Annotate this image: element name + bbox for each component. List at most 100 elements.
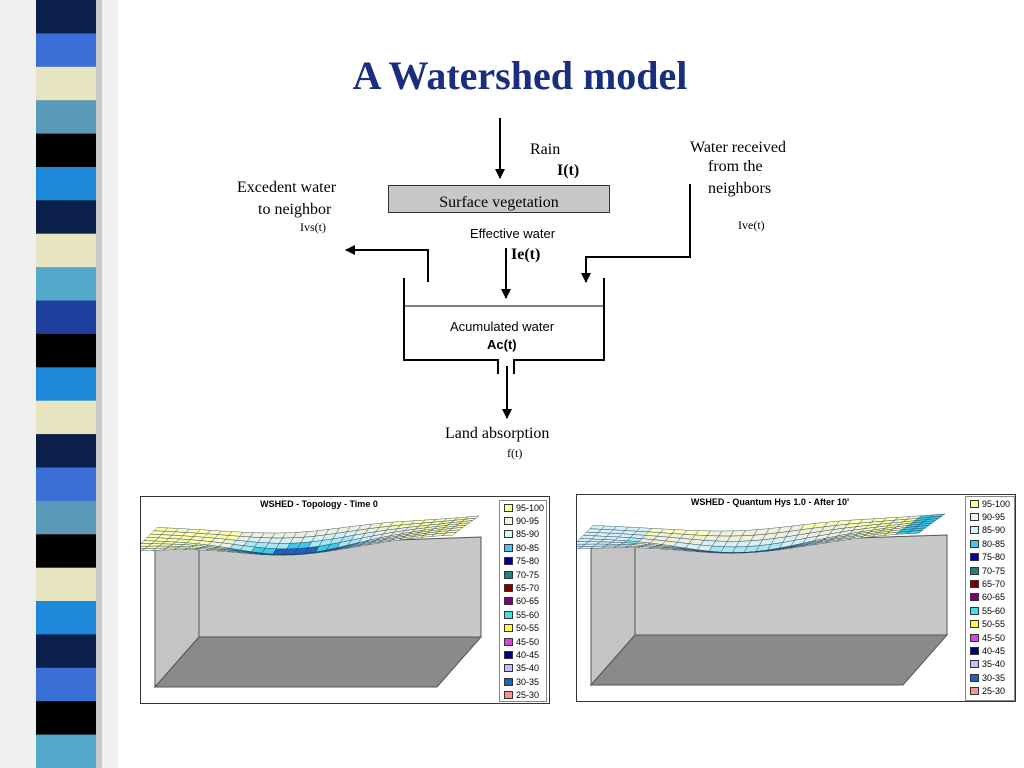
legend-item: 70-75 <box>966 564 1014 577</box>
legend-label: 90-95 <box>516 516 540 527</box>
legend-item: 35-40 <box>966 658 1014 671</box>
legend-label: 80-85 <box>516 542 540 553</box>
stripe-segment <box>36 100 96 135</box>
surface-vegetation-box: Surface vegetation <box>388 185 610 213</box>
legend-item: 75-80 <box>500 555 546 568</box>
topology-surface-plot <box>141 515 483 689</box>
legend-label: 40-45 <box>516 649 540 660</box>
legend-item: 65-70 <box>500 581 546 594</box>
legend-item: 40-45 <box>500 648 546 661</box>
stripe-segment <box>36 367 96 402</box>
legend-label: 50-55 <box>982 619 1006 630</box>
legend-label: 60-65 <box>516 596 540 607</box>
quantum-hys-surface-plot <box>577 513 949 687</box>
legend-swatch <box>970 526 979 535</box>
legend-label: 30-35 <box>982 672 1006 683</box>
stripe-segment <box>36 33 96 68</box>
legend-item: 80-85 <box>500 541 546 554</box>
legend-swatch <box>970 660 979 669</box>
legend-item: 90-95 <box>500 514 546 527</box>
legend-swatch <box>970 593 979 602</box>
legend-label: 60-65 <box>982 592 1006 603</box>
stripe-segment <box>36 500 96 535</box>
legend-swatch <box>504 664 513 673</box>
legend-swatch <box>504 637 513 646</box>
legend-item: 35-40 <box>500 662 546 675</box>
stripe-segment <box>36 200 96 235</box>
legend-swatch <box>504 570 513 579</box>
stripe-segment <box>36 434 96 468</box>
accumulated-water-label: Acumulated water <box>450 319 555 334</box>
legend-label: 50-55 <box>516 623 540 634</box>
legend-swatch <box>970 646 979 655</box>
legend-label: 55-60 <box>982 605 1006 616</box>
stripe-segment <box>36 133 96 168</box>
legend-swatch <box>970 513 979 522</box>
legend-swatch <box>504 677 513 686</box>
legend-label: 55-60 <box>516 609 540 620</box>
legend-label: 45-50 <box>516 636 540 647</box>
legend-label: 25-30 <box>516 690 540 701</box>
legend-label: 80-85 <box>982 538 1006 549</box>
decorative-stripe <box>0 0 118 768</box>
legend-swatch <box>970 673 979 682</box>
rain-symbol: I(t) <box>557 162 580 179</box>
legend-swatch <box>504 517 513 526</box>
legend-item: 55-60 <box>500 608 546 621</box>
container-left <box>403 278 499 374</box>
stripe-segment <box>36 167 96 201</box>
legend-item: 55-60 <box>966 604 1014 617</box>
excedent-arrow <box>345 245 429 282</box>
legend-item: 90-95 <box>966 510 1014 523</box>
rain-label: Rain <box>530 141 561 158</box>
ac-symbol: Ac(t) <box>487 337 517 352</box>
legend-label: 75-80 <box>516 556 540 567</box>
land-absorption-label: Land absorption <box>445 425 550 442</box>
received-arrow <box>581 184 691 283</box>
legend-item: 85-90 <box>500 528 546 541</box>
lvs-symbol: Ivs(t) <box>300 220 326 234</box>
chart-title: WSHED - Quantum Hys 1.0 - After 10' <box>690 497 850 507</box>
legend-item: 30-35 <box>966 671 1014 684</box>
legend-label: 40-45 <box>982 645 1006 656</box>
legend-swatch <box>970 553 979 562</box>
stripe-segment <box>36 300 96 335</box>
page-title: A Watershed model <box>352 53 688 98</box>
water-received-label-3: neighbors <box>708 180 772 197</box>
legend-label: 75-80 <box>982 552 1006 563</box>
stripe-segment <box>36 734 96 768</box>
legend-swatch <box>504 650 513 659</box>
legend-item: 70-75 <box>500 568 546 581</box>
stripe-segment <box>36 233 96 268</box>
legend-label: 95-100 <box>516 502 545 513</box>
legend-swatch <box>970 539 979 548</box>
legend-label: 65-70 <box>516 583 540 594</box>
lve-symbol: Ive(t) <box>738 218 765 232</box>
legend-swatch <box>504 530 513 539</box>
legend-swatch <box>970 633 979 642</box>
stripe-segment <box>36 66 96 101</box>
chart-title: WSHED - Topology - Time 0 <box>260 499 378 509</box>
legend-swatch <box>970 566 979 575</box>
legend-item: 25-30 <box>500 688 546 701</box>
legend-swatch <box>504 597 513 606</box>
ie-symbol: Ie(t) <box>511 246 541 263</box>
legend-item: 50-55 <box>500 622 546 635</box>
legend-label: 70-75 <box>982 565 1006 576</box>
container-right <box>513 278 605 374</box>
legend-label: 35-40 <box>982 659 1006 670</box>
legend-item: 65-70 <box>966 577 1014 590</box>
legend-label: 35-40 <box>516 663 540 674</box>
legend-swatch <box>504 557 513 566</box>
legend-item: 95-100 <box>500 501 546 514</box>
legend-swatch <box>504 691 513 700</box>
excedent-label-1: Excedent water <box>237 179 337 196</box>
water-received-label-1: Water received <box>690 139 786 156</box>
legend-label: 25-30 <box>982 686 1006 697</box>
legend-item: 25-30 <box>966 684 1014 697</box>
legend-swatch <box>970 499 979 508</box>
stripe-segment <box>36 567 96 602</box>
legend-swatch <box>970 687 979 696</box>
